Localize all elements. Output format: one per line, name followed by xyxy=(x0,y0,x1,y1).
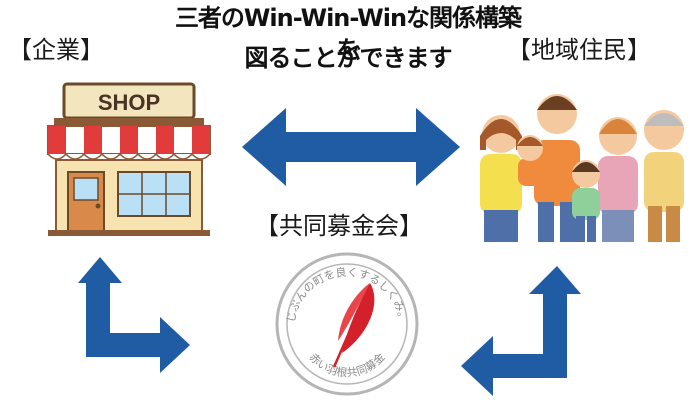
shop-sign-text: SHOP xyxy=(98,90,160,115)
fund-label: 【共同募金会】 xyxy=(255,212,423,240)
residents-illustration xyxy=(480,94,684,242)
headline-line-1: 三者のWin-Win-Winな関係構築を xyxy=(174,4,522,64)
red-feather-logo: じぶんの町を良くするしくみ。 赤い羽根共同募金 xyxy=(275,252,419,396)
baby-figure xyxy=(517,135,544,186)
grandfather-figure xyxy=(644,110,684,242)
company-to-fund-arrow xyxy=(78,257,190,373)
child-figure xyxy=(572,160,600,242)
father-figure xyxy=(534,94,580,242)
shop-illustration: SHOP xyxy=(47,82,211,236)
mother-figure xyxy=(480,115,522,242)
red-feather-icon xyxy=(332,283,375,368)
company-label: 【企業】 xyxy=(8,36,104,64)
awning xyxy=(47,125,211,160)
residents-label: 【地域住民】 xyxy=(507,36,651,64)
fund-to-residents-arrow xyxy=(461,266,581,396)
grandmother-figure xyxy=(598,117,638,242)
company-residents-double-arrow xyxy=(242,108,460,186)
headline-line-2: 図ることができます xyxy=(244,44,453,72)
